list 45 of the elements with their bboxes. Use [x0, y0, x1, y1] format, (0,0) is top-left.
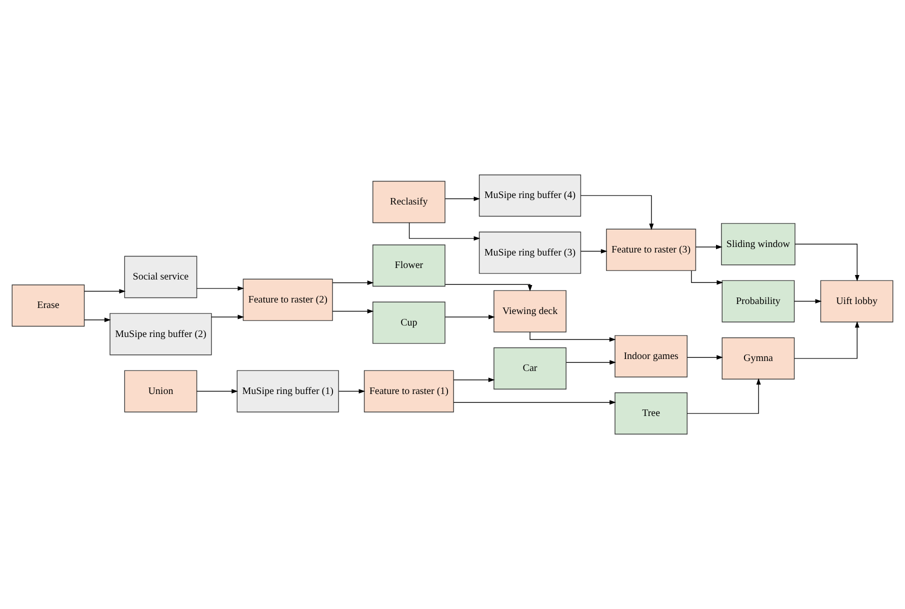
arrow	[580, 249, 608, 254]
node-box: Reclasify	[372, 180, 446, 224]
node-box: Uift lobby	[820, 280, 894, 322]
arrow	[196, 389, 238, 394]
node-box: Cup	[372, 302, 446, 344]
arrow	[794, 244, 860, 282]
node-box: Sliding window	[721, 223, 796, 266]
arrow	[196, 286, 244, 291]
arrow	[686, 378, 761, 414]
arrow	[580, 195, 654, 230]
node-box: Indoor games	[614, 335, 688, 378]
node-box: Feature to raster (1)	[364, 370, 454, 412]
arrow	[696, 244, 722, 250]
arrow	[794, 299, 822, 304]
arrow	[794, 321, 860, 359]
arrow	[332, 280, 374, 285]
arrow	[338, 389, 366, 394]
arrow	[332, 309, 374, 314]
arrow	[453, 400, 616, 405]
node-box: MuSipe ring buffer (4)	[478, 174, 582, 217]
node-box: Tree	[614, 392, 688, 434]
arrow	[211, 314, 244, 320]
node-box: Union	[124, 370, 198, 412]
arrow	[84, 318, 111, 322]
node-box: Feature to raster (2)	[242, 278, 333, 321]
node-box: Gymna	[722, 337, 795, 380]
node-box: Social service	[124, 256, 198, 298]
arrow	[444, 196, 480, 202]
node-box: Car	[494, 347, 566, 390]
arrow	[453, 378, 495, 382]
node-box: MuSipe ring buffer (3)	[478, 232, 582, 274]
arrow	[530, 332, 616, 342]
node-box: Probability	[722, 280, 795, 322]
node-box: Erase	[12, 284, 85, 327]
arrow	[444, 314, 495, 320]
node-box: Viewing deck	[494, 290, 566, 332]
node-box: MuSipe ring buffer (2)	[110, 313, 212, 356]
arrow	[566, 360, 616, 365]
arrow	[686, 355, 724, 360]
arrow	[408, 222, 480, 241]
node-box: Feature to raster (3)	[606, 228, 696, 271]
arrow	[84, 289, 126, 294]
node-box: Flower	[372, 244, 446, 287]
node-box: MuSipe ring buffer (1)	[236, 370, 339, 412]
arrow	[444, 284, 532, 292]
